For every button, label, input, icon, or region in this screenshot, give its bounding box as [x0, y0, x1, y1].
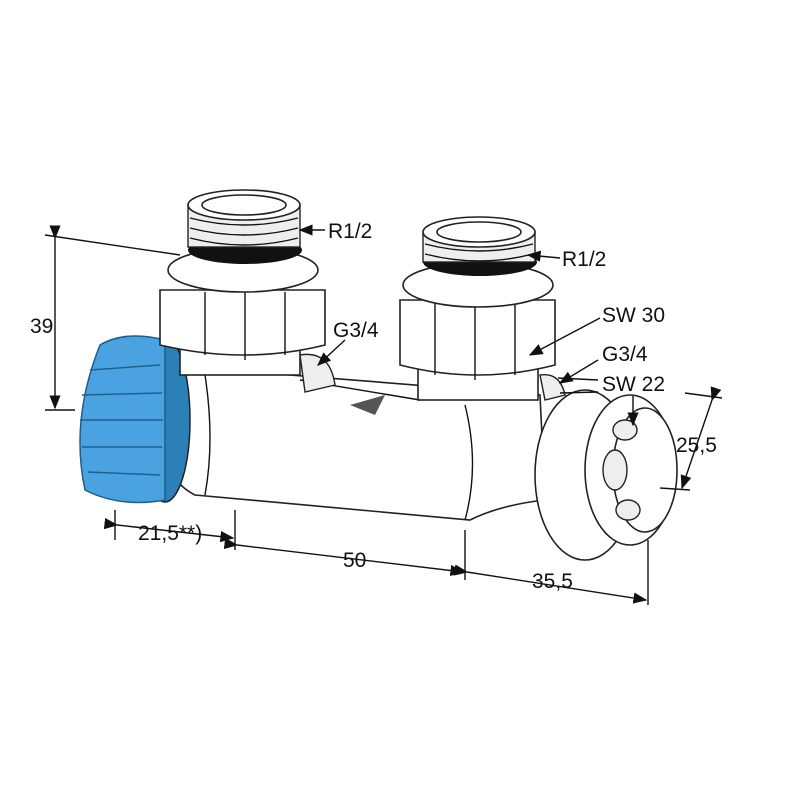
left-fitting	[159, 189, 336, 393]
label-height: 39	[30, 315, 53, 338]
label-g34-right: G3/4	[602, 343, 648, 366]
label-cap-dim: 25,5	[676, 434, 717, 457]
label-thread-right: R1/2	[562, 248, 606, 271]
label-left-dim: 21,5**)	[138, 522, 202, 545]
right-fitting	[399, 216, 566, 401]
logo-mark	[350, 395, 385, 415]
label-sw22: SW 22	[602, 373, 665, 396]
label-center-dim: 50	[343, 549, 366, 572]
label-right-dim: 35,5	[532, 570, 573, 593]
blue-cap	[79, 335, 191, 504]
label-sw30: SW 30	[602, 304, 665, 327]
label-g34-left: G3/4	[333, 319, 379, 342]
right-cap	[534, 389, 678, 561]
label-thread-left: R1/2	[328, 220, 372, 243]
dimension-lines	[44, 224, 723, 605]
